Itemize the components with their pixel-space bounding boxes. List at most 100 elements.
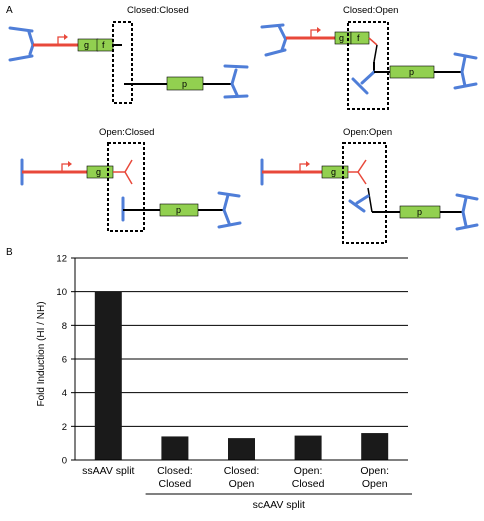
itr-bottom-1	[217, 221, 242, 229]
y-tick-label: 2	[62, 422, 67, 433]
diagram-open-open: g p	[260, 142, 479, 244]
bar	[161, 436, 189, 460]
panel-b-label: B	[6, 247, 13, 258]
promoter-arrowhead	[317, 27, 321, 33]
bottom-strand: p	[124, 64, 249, 99]
itr-stem	[460, 55, 467, 74]
itr-branch	[360, 70, 376, 85]
itr-stem-2	[461, 210, 468, 228]
itr-top-1	[453, 52, 478, 60]
hairpin-red	[368, 37, 378, 46]
x-tick-label: Closed:	[224, 465, 260, 477]
itr-bar	[351, 77, 369, 95]
bar	[94, 291, 122, 460]
diagram-title-open-open: Open:Open	[343, 127, 392, 138]
gene-p-label: p	[182, 79, 187, 89]
itr-bottom-1	[455, 223, 479, 231]
group-label: scAAV split	[253, 499, 305, 511]
diagram-title-closed-open: Closed:Open	[343, 5, 398, 16]
itr-stem	[222, 193, 230, 212]
hairpin-red-3	[357, 171, 367, 185]
itr-top-2	[277, 24, 287, 40]
itr-bottom-1	[223, 94, 249, 99]
itr-top-1	[455, 193, 479, 201]
promoter-arrow	[57, 36, 65, 44]
top-strand: g f	[8, 26, 122, 62]
itr-bottom-1	[453, 82, 478, 90]
bar	[294, 435, 322, 460]
gene-f-box	[350, 31, 370, 45]
y-tick-label: 8	[62, 321, 67, 332]
panel-a-label: A	[6, 5, 13, 16]
gridlines	[75, 257, 408, 427]
promoter-arrowhead	[68, 161, 72, 167]
itr-branch	[355, 194, 370, 205]
open-end-box-4	[342, 142, 387, 244]
closed-end-box-1	[112, 21, 133, 104]
x-tick-label: Open	[362, 478, 388, 490]
x-tick-label: Open:	[360, 465, 389, 477]
y-axis-label: Fold Induction (HI / NH)	[36, 301, 47, 406]
itr-top-2	[27, 30, 35, 47]
diagram-closed-open: g f p	[260, 21, 478, 110]
itr-top-1	[8, 26, 34, 33]
gene-p-label: p	[176, 205, 181, 215]
promoter-arrow	[299, 163, 307, 171]
diagram-title-closed-closed: Closed:Closed	[127, 5, 189, 16]
itr-top-1	[223, 64, 249, 69]
strand-black	[367, 187, 373, 213]
diagram-closed-closed: g f p	[8, 21, 249, 104]
hairpin-red-2	[124, 159, 133, 173]
x-tick-label: Open:	[294, 465, 323, 477]
bar	[361, 433, 389, 460]
x-tick-label: ssAAV split	[82, 465, 134, 477]
itr-top-1	[217, 191, 241, 198]
gene-p-label: p	[417, 207, 422, 217]
open-end-box-2	[347, 21, 389, 110]
gene-g-label: g	[339, 33, 344, 43]
hairpin-red-3	[124, 171, 133, 185]
x-tick-label: Closed	[292, 478, 325, 490]
itr-bottom-2	[28, 43, 35, 56]
itr-stem	[230, 68, 238, 86]
bar	[228, 438, 255, 460]
gene-f-label: f	[357, 33, 360, 43]
open-end-box-3	[107, 142, 145, 232]
itr-stem-2	[222, 208, 231, 225]
y-tick-label: 4	[62, 388, 67, 399]
diagram-title-open-closed: Open:Closed	[99, 127, 154, 138]
bars	[94, 291, 389, 460]
y-tick-label: 12	[56, 254, 67, 265]
promoter-arrow	[310, 29, 318, 37]
itr-bar	[348, 199, 366, 213]
promoter-arrow	[61, 163, 69, 171]
y-tick-label: 0	[62, 456, 67, 467]
promoter-arrowhead	[306, 161, 310, 167]
itr-stem-2	[230, 82, 239, 97]
y-tick-labels: 0 2 4 6 8 10 12	[56, 254, 67, 467]
diagram-open-closed: g p	[20, 142, 242, 232]
itr-bottom-2	[280, 36, 288, 52]
gene-p-label: p	[409, 67, 414, 77]
x-tick-label: Open	[229, 478, 255, 490]
strand-black	[373, 44, 378, 63]
gene-g-label: g	[84, 40, 89, 50]
y-tick-label: 6	[62, 355, 67, 366]
gene-g-label: g	[96, 167, 101, 177]
x-tick-label: Closed:	[157, 465, 193, 477]
itr-bottom-1	[8, 54, 34, 62]
hairpin-red-2	[357, 159, 367, 173]
itr-stem-2	[460, 70, 467, 88]
promoter-arrowhead	[64, 34, 68, 40]
x-tick-label: Closed	[159, 478, 192, 490]
axes	[71, 257, 408, 461]
gene-f-label: f	[102, 40, 105, 50]
gene-f-box	[96, 38, 114, 52]
y-tick-label: 10	[56, 287, 67, 298]
itr-stem	[461, 196, 468, 214]
gene-g-label: g	[331, 167, 336, 177]
